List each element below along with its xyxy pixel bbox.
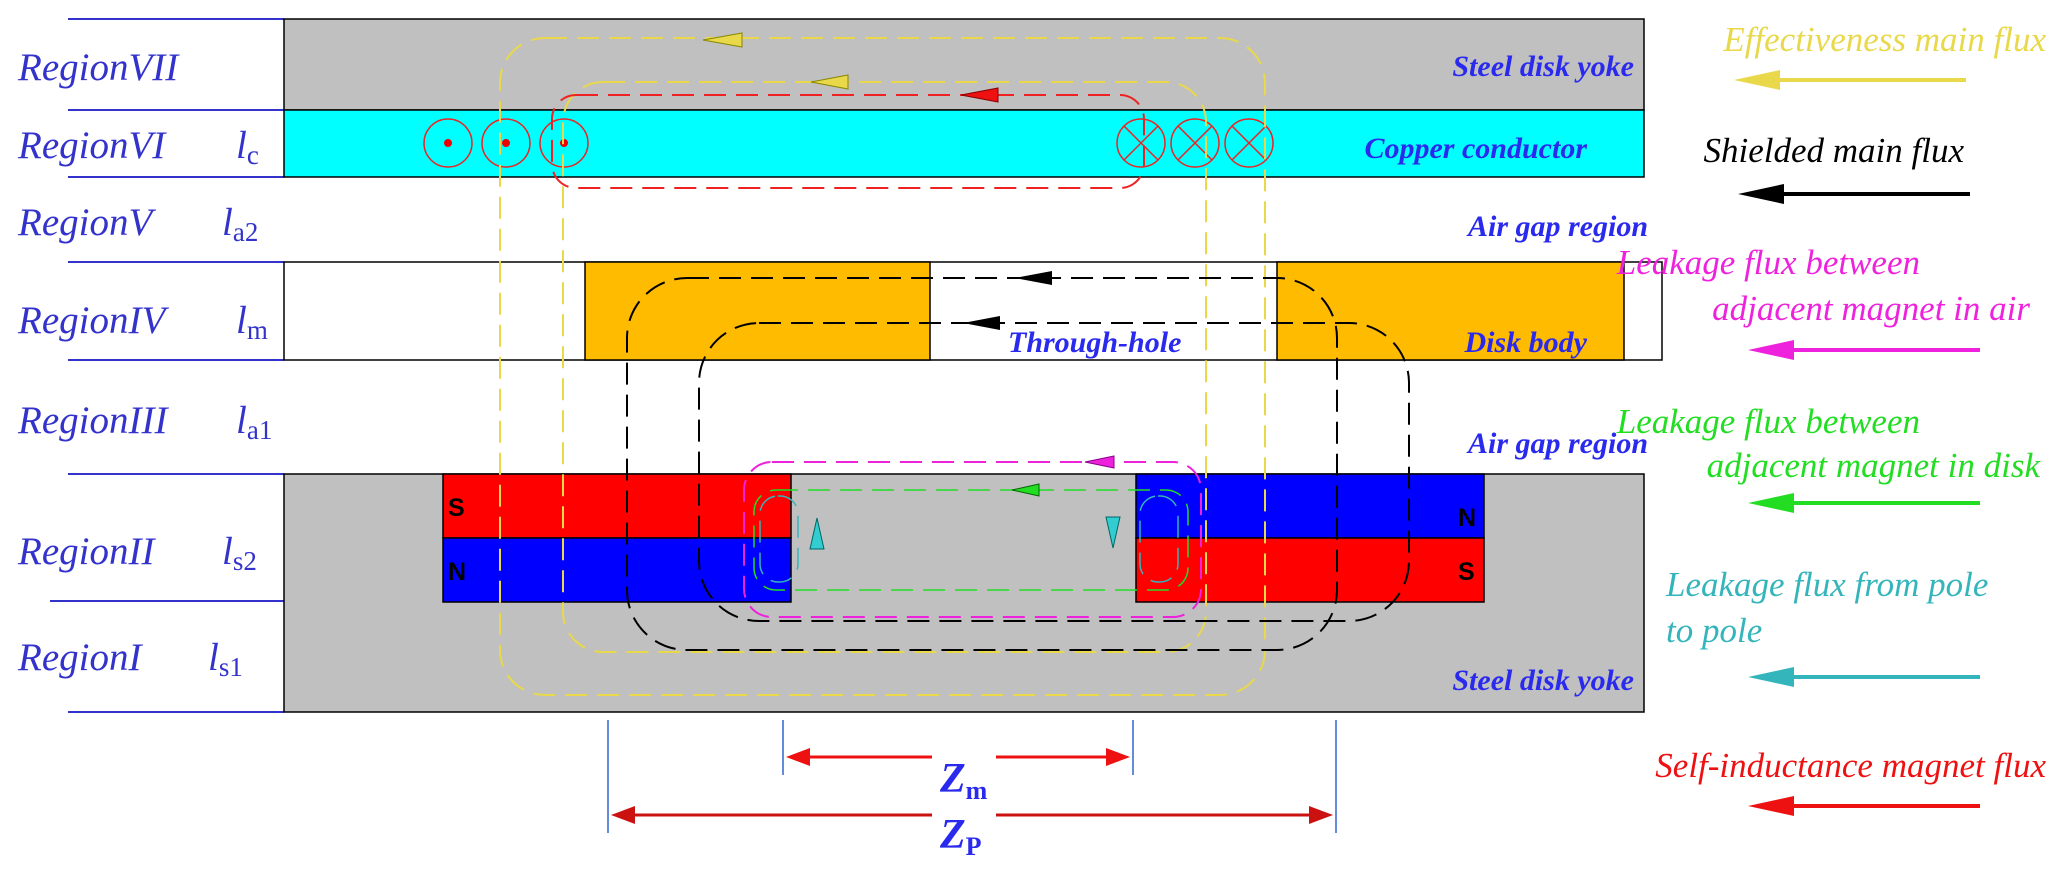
left-arrow-icon	[1748, 340, 1794, 360]
current-cross-markers	[1116, 118, 1274, 168]
magnet-left-s	[442, 473, 792, 539]
legend-item-self-inductance: Self-inductance magnet flux	[1655, 746, 2046, 816]
legend-label: adjacent magnet in disk	[1707, 446, 2042, 485]
region-ii-symbol: ls2	[222, 530, 257, 576]
current-out-dot	[444, 139, 452, 147]
current-out-dot	[502, 139, 510, 147]
right-arrow-icon	[1309, 806, 1333, 824]
dimensions: Zm ZP	[607, 720, 1337, 861]
legend-label: Effectiveness main flux	[1722, 20, 2046, 59]
region-v-symbol: la2	[222, 201, 258, 247]
current-out-icon	[481, 118, 531, 168]
current-out-icon	[423, 118, 473, 168]
legend-label: Leakage flux from pole	[1665, 565, 1988, 604]
steel-yoke-bottom-label: Steel disk yoke	[1452, 664, 1634, 697]
left-arrow-icon	[1738, 184, 1784, 204]
region-iv-symbol: lm	[236, 299, 268, 345]
current-in-icon	[1116, 118, 1166, 168]
left-arrow-icon	[702, 32, 743, 48]
left-arrow-icon	[1734, 70, 1780, 90]
left-arrow-icon	[611, 806, 635, 824]
left-arrow-icon	[963, 316, 1000, 330]
pole-label: N	[1458, 504, 1476, 532]
zm-label-bg	[932, 740, 996, 796]
pole-label: S	[1458, 558, 1475, 586]
zp-label: ZP	[939, 812, 982, 861]
current-in-icon	[1224, 118, 1274, 168]
region-i-symbol: ls1	[208, 636, 243, 682]
magnet-left-n	[442, 537, 792, 603]
left-arrow-icon	[810, 74, 849, 90]
air-gap-upper-label: Air gap region	[1466, 210, 1648, 243]
magnet-right-s	[1135, 537, 1485, 603]
legend-label: Self-inductance magnet flux	[1655, 746, 2046, 785]
region-inner-labels: Steel disk yoke Copper conductor Air gap…	[1008, 50, 1648, 697]
region-vi-label: RegionVI	[17, 124, 167, 167]
legend-label: adjacent magnet in air	[1712, 289, 2030, 328]
legend-label: to pole	[1666, 611, 1762, 650]
left-arrow-icon	[1084, 455, 1115, 469]
region-iv-label: RegionIV	[17, 299, 169, 342]
disk-body-label: Disk body	[1464, 326, 1588, 359]
region-iii-label: RegionIII	[17, 399, 169, 442]
left-arrow-icon	[1748, 493, 1794, 513]
magnet-right-n	[1135, 473, 1485, 539]
left-arrow-icon	[1748, 796, 1794, 816]
air-gap-lower-label: Air gap region	[1466, 427, 1648, 460]
effectiveness-flux-inner	[562, 81, 1207, 653]
up-arrow-icon	[1105, 516, 1121, 549]
legend: Effectiveness main flux Shielded main fl…	[1616, 20, 2046, 816]
pole-to-pole-flux-left	[759, 495, 799, 583]
legend-item-shielded: Shielded main flux	[1703, 131, 1970, 204]
pole-to-pole-flux-right	[1139, 495, 1179, 583]
left-arrow-icon	[786, 748, 810, 766]
legend-item-leakage-air: Leakage flux between adjacent magnet in …	[1616, 243, 2030, 360]
flux-arrowheads	[702, 32, 1121, 550]
disk-body-right	[1276, 261, 1625, 361]
region-v-label: RegionV	[17, 201, 156, 244]
legend-item-pole-to-pole: Leakage flux from pole to pole	[1665, 565, 1988, 687]
region-vii-label: RegionVII	[17, 46, 180, 89]
left-arrow-icon	[960, 87, 999, 103]
steel-yoke-top-label: Steel disk yoke	[1452, 50, 1634, 83]
legend-item-effectiveness: Effectiveness main flux	[1722, 20, 2046, 90]
shielded-flux-inner	[698, 322, 1410, 622]
through-hole-label: Through-hole	[1008, 326, 1181, 359]
pole-label: S	[448, 494, 465, 522]
structure: S N N S	[283, 18, 1663, 713]
region-vi-symbol: lc	[236, 124, 259, 170]
legend-label: Leakage flux between	[1616, 243, 1920, 282]
steel-yoke-top	[283, 18, 1645, 111]
flux-loops	[499, 37, 1410, 696]
left-arrow-icon	[1748, 667, 1794, 687]
leakage-disk-flux-loop	[753, 489, 1189, 591]
left-arrow-icon	[1015, 271, 1052, 285]
shielded-flux-outer	[626, 277, 1338, 651]
copper-conductor-label: Copper conductor	[1364, 132, 1587, 165]
self-inductance-flux-loop	[551, 94, 1145, 189]
legend-item-leakage-disk: Leakage flux between adjacent magnet in …	[1616, 402, 2042, 513]
pole-label: N	[448, 558, 466, 586]
zm-label: Zm	[939, 756, 988, 805]
region-ii-label: RegionII	[17, 530, 156, 573]
left-arrow-icon	[1011, 483, 1040, 497]
region-i-label: RegionI	[17, 636, 143, 679]
effectiveness-flux-outer	[499, 37, 1266, 696]
up-arrow-icon	[809, 517, 825, 550]
legend-label: Shielded main flux	[1703, 131, 1964, 170]
region-iii-symbol: la1	[236, 399, 272, 445]
current-dot-markers	[423, 118, 589, 168]
zp-label-bg	[932, 800, 996, 860]
right-arrow-icon	[1106, 748, 1130, 766]
disk-body-left	[584, 261, 931, 361]
leakage-air-flux-loop	[743, 461, 1202, 618]
region-labels: RegionVII RegionVI lc RegionV la2 Region…	[17, 18, 435, 713]
legend-label: Leakage flux between	[1616, 402, 1920, 441]
